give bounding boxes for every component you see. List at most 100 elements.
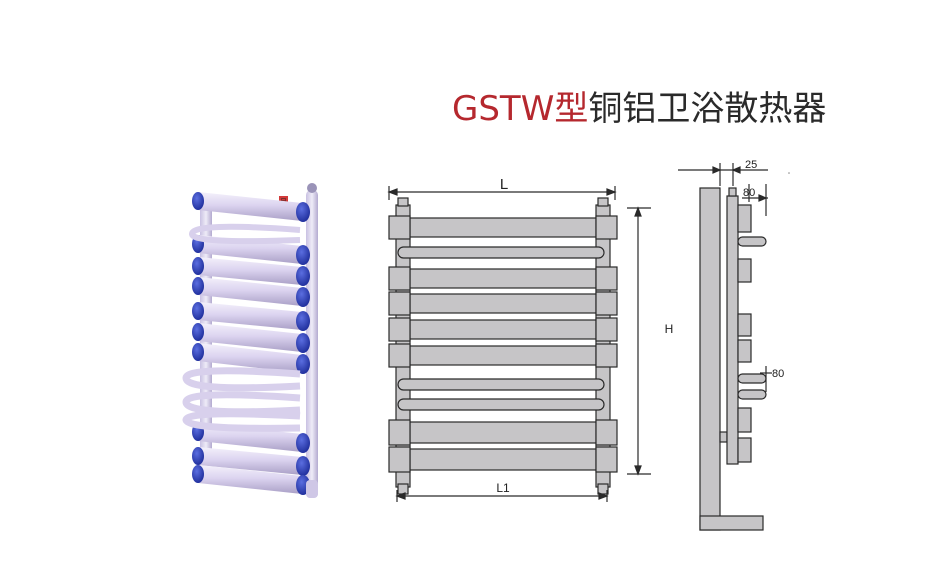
front-tube-body <box>409 293 597 314</box>
photo-endcap-icon <box>192 257 204 275</box>
arrow-icon <box>634 206 642 217</box>
photo-foot <box>306 480 318 498</box>
front-tube-cap-right <box>595 343 618 368</box>
photo-tube-body <box>198 343 302 373</box>
label-H: H <box>665 322 674 336</box>
front-tube-cap-right <box>595 215 618 240</box>
side-tube-stub <box>737 407 752 433</box>
floor-section <box>699 515 764 531</box>
photo-endcap-icon <box>296 245 310 265</box>
stray-mark <box>788 172 790 174</box>
front-tube <box>388 266 618 291</box>
product-title: GSTW型铜铝卫浴散热器 <box>452 92 826 126</box>
label-80-side: 80 <box>772 368 784 380</box>
side-tubes <box>737 204 752 463</box>
photo-tube-body <box>198 257 302 285</box>
front-view-drawing <box>387 186 651 502</box>
arrow-icon <box>395 492 406 500</box>
label-25: 25 <box>745 159 757 171</box>
photo-endcap-icon <box>296 266 310 286</box>
front-u-bend <box>397 398 605 411</box>
front-tube-cap-left <box>388 266 411 291</box>
product-name: 铜铝卫浴散热器 <box>588 89 827 129</box>
arrow-icon <box>598 492 609 500</box>
front-tube-body <box>409 421 597 444</box>
right-top-cap <box>597 197 609 207</box>
front-tubes <box>388 215 618 473</box>
front-tube-cap-right <box>595 446 618 473</box>
label-L: L <box>500 176 508 193</box>
photo-endcap-icon <box>296 311 310 331</box>
photo-tube-body <box>198 192 302 221</box>
photo-valve-icon <box>307 183 317 193</box>
photo-endcap-icon <box>192 465 204 483</box>
front-tube-cap-left <box>388 317 411 342</box>
photo-tube-body <box>198 447 302 475</box>
photo-endcap-icon <box>296 202 310 222</box>
photo-endcap-icon <box>192 447 204 465</box>
front-u-bend <box>397 246 605 259</box>
photo-endcap-icon <box>296 456 310 476</box>
photo-endcap-icon <box>192 277 204 295</box>
photo-endcap-icon <box>192 192 204 210</box>
front-tube-body <box>409 448 597 471</box>
label-80-top: 80 <box>743 187 755 199</box>
photo-tube <box>192 192 310 222</box>
photo-endcap-icon <box>192 323 204 341</box>
side-tube-stub <box>737 258 752 283</box>
model-code: GSTW型 <box>452 89 589 129</box>
photo-endcap-icon <box>296 333 310 353</box>
photo-tube <box>192 447 310 476</box>
arrow-icon <box>634 465 642 476</box>
photo-u-bend <box>182 367 301 392</box>
front-tube-cap-right <box>595 419 618 446</box>
photo-endcap-icon <box>296 433 310 453</box>
front-tube-cap-left <box>388 215 411 240</box>
photo-endcap-icon <box>296 287 310 307</box>
front-tube-cap-right <box>595 291 618 316</box>
photo-tube-body <box>198 277 302 306</box>
wall-section <box>699 187 721 531</box>
side-tube-stub <box>737 437 752 463</box>
front-tube-body <box>409 319 597 340</box>
photo-badge <box>279 196 288 205</box>
photo-tube <box>192 302 310 331</box>
front-tube-cap-left <box>388 419 411 446</box>
side-tube-stub <box>737 339 752 363</box>
product-photo: 日 <box>182 183 318 498</box>
wall-bracket <box>719 431 728 443</box>
side-tube-stub <box>737 313 752 337</box>
photo-endcap-icon <box>192 343 204 361</box>
front-tube <box>388 291 618 316</box>
photo-tube-body <box>198 302 302 330</box>
arrow-icon <box>758 194 768 202</box>
front-tube-cap-left <box>388 343 411 368</box>
front-tube-body <box>409 345 597 366</box>
photo-u-bend <box>188 223 301 245</box>
photo-tube <box>192 343 310 374</box>
side-tube-stub <box>737 204 752 233</box>
arrow-icon <box>731 166 741 174</box>
left-top-cap <box>397 197 409 207</box>
arrow-icon <box>606 188 617 196</box>
side-towel-bar <box>737 389 767 400</box>
front-tube <box>388 317 618 342</box>
left-foot <box>397 483 409 495</box>
front-tube <box>388 215 618 240</box>
photo-endcap-icon <box>296 354 310 374</box>
front-tube-body <box>409 217 597 238</box>
label-L1: L1 <box>496 481 510 495</box>
photo-tube <box>192 465 310 495</box>
side-view-drawing <box>678 163 772 531</box>
photo-tube <box>192 323 310 353</box>
photo-tube-body <box>198 465 302 494</box>
side-towel-bar <box>737 236 767 247</box>
front-tube <box>388 343 618 368</box>
front-tube-cap-left <box>388 446 411 473</box>
front-tube <box>388 419 618 446</box>
arrow-icon <box>387 188 398 196</box>
photo-endcap-icon <box>192 302 204 320</box>
side-towel-bar <box>737 373 767 384</box>
front-tube-body <box>409 268 597 289</box>
